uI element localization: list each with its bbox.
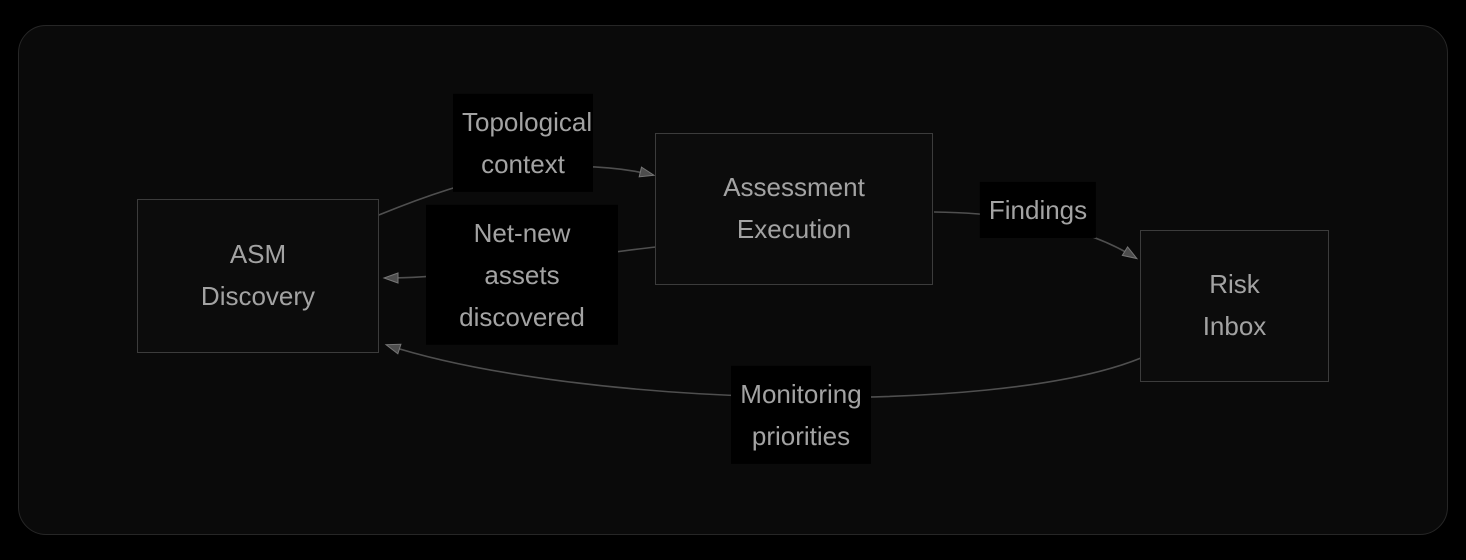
edge-label-topological-context: Topological context — [453, 93, 593, 193]
node-label: Risk Inbox — [1202, 269, 1267, 341]
edge-label-monitoring-priorities: Monitoring priorities — [731, 365, 871, 465]
node-asm-discovery: ASM Discovery — [137, 199, 379, 353]
edge-label-net-new-assets-discovered: Net-new assets discovered — [426, 204, 618, 346]
node-label: Assessment Execution — [723, 172, 865, 244]
edge-label-findings: Findings — [979, 181, 1097, 239]
node-assessment-execution: Assessment Execution — [655, 133, 933, 285]
node-risk-inbox: Risk Inbox — [1140, 230, 1329, 382]
node-label: ASM Discovery — [200, 239, 316, 311]
